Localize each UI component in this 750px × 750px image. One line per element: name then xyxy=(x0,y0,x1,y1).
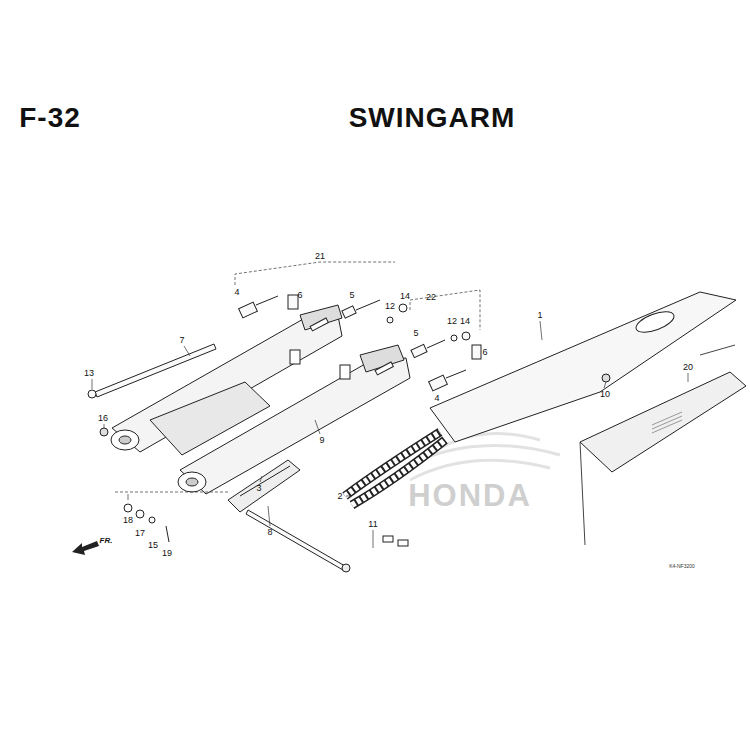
swingarm-frame xyxy=(111,305,410,494)
callout-number: 12 xyxy=(447,317,457,326)
callout-number: 15 xyxy=(148,541,158,550)
callout-number: 9 xyxy=(319,436,324,445)
callout-number: 14 xyxy=(460,317,470,326)
section-code: F-32 xyxy=(19,104,81,132)
callout-number: 19 xyxy=(162,549,172,558)
chain-slider xyxy=(228,460,350,572)
front-arrow xyxy=(72,541,99,555)
callout-number: 3 xyxy=(256,484,261,493)
page-title: SWINGARM xyxy=(349,104,516,132)
callout-number: 13 xyxy=(84,369,94,378)
callout-number: 2 xyxy=(337,492,342,501)
callout-number: 4 xyxy=(434,394,439,403)
callout-number: 5 xyxy=(413,329,418,338)
callout-number: 6 xyxy=(482,348,487,357)
callout-number: 10 xyxy=(600,390,610,399)
callout-number: 5 xyxy=(349,291,354,300)
watermark: HONDA xyxy=(408,480,532,511)
callout-number: 7 xyxy=(179,336,184,345)
callout-number: 1 xyxy=(537,311,542,320)
direction-label: FR. xyxy=(100,537,113,545)
callout-number: 16 xyxy=(98,414,108,423)
axle-rod xyxy=(88,344,216,436)
callout-number: 11 xyxy=(368,520,377,529)
callout-number: 21 xyxy=(315,252,325,261)
callout-number: 20 xyxy=(683,363,693,372)
callout-number: 8 xyxy=(267,528,272,537)
leader-lines xyxy=(92,262,688,548)
callout-number: 6 xyxy=(297,291,302,300)
drawing-code: K4-NF3200 xyxy=(669,564,695,569)
callout-number: 4 xyxy=(234,288,239,297)
callout-number: 22 xyxy=(426,293,436,302)
callout-number: 18 xyxy=(123,516,133,525)
callout-number: 17 xyxy=(135,529,145,538)
callout-number: 14 xyxy=(400,292,410,301)
callout-number: 12 xyxy=(385,302,395,311)
